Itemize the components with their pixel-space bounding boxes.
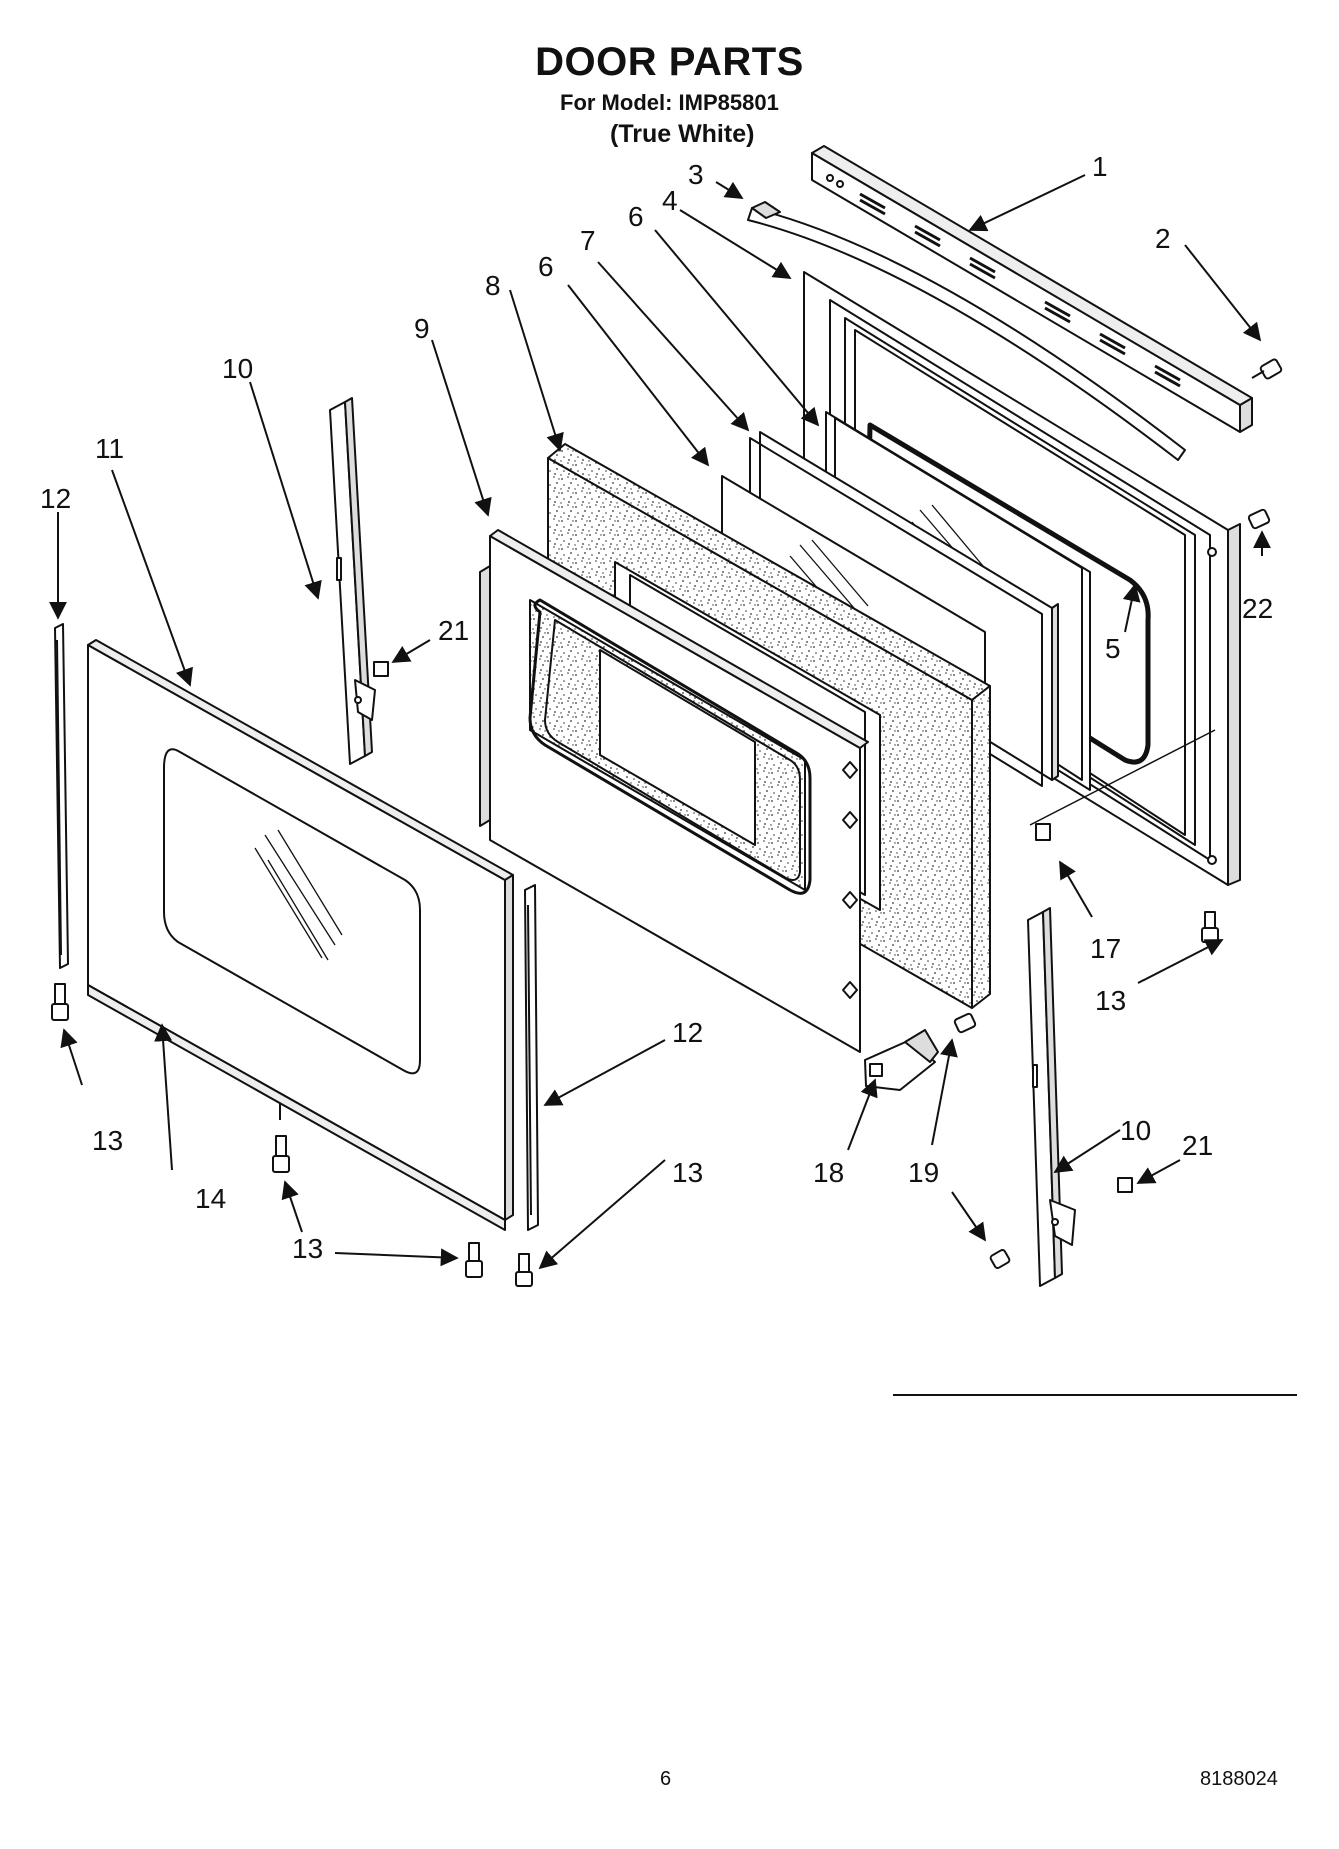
- part-13-screw-d: [518, 1253, 530, 1273]
- callout-3: 3: [688, 159, 704, 190]
- callout-21a: 21: [438, 615, 469, 646]
- part-12-trim-right: [524, 884, 539, 1231]
- leader-lines: [49, 174, 1271, 1270]
- part-12-trim-left: [54, 623, 69, 969]
- part-13-screw-a: [54, 983, 66, 1005]
- callout-19: 19: [908, 1157, 939, 1188]
- model-number: For Model: IMP85801: [560, 90, 779, 115]
- callout-6a: 6: [628, 201, 644, 232]
- callout-17: 17: [1090, 933, 1121, 964]
- callout-1: 1: [1092, 151, 1108, 182]
- part-13-screw-a-head: [51, 1003, 69, 1021]
- callout-7: 7: [580, 225, 596, 256]
- callout-14: 14: [195, 1183, 226, 1214]
- callout-8: 8: [485, 270, 501, 301]
- callout-13b: 13: [292, 1233, 323, 1264]
- screws: [51, 508, 1271, 1287]
- callout-9: 9: [414, 313, 430, 344]
- callout-11: 11: [95, 433, 124, 464]
- callout-6b: 6: [538, 251, 554, 282]
- callout-12a: 12: [40, 483, 71, 514]
- part-10-hinge-right: [1027, 907, 1076, 1287]
- callout-labels: 1 2 3 4 5 6 6 7 8 9 10 10 11 12 12 13 13…: [40, 151, 1273, 1264]
- callout-21b: 21: [1182, 1130, 1213, 1161]
- callout-13d: 13: [1095, 985, 1126, 1016]
- part-21-clip-right: [1117, 1177, 1133, 1193]
- callout-12b: 12: [672, 1017, 703, 1048]
- callout-13a: 13: [92, 1125, 123, 1156]
- callout-10a: 10: [222, 353, 253, 384]
- page-number: 6: [660, 1768, 672, 1790]
- part-13-screw-c: [468, 1242, 480, 1262]
- document-number: 8188024: [1200, 1768, 1278, 1790]
- part-18-hinge-receptacle: [864, 1029, 939, 1091]
- part-21-clip-left: [373, 661, 389, 677]
- part-2-screw: [1251, 358, 1283, 380]
- callout-13c: 13: [672, 1157, 703, 1188]
- callout-22: 22: [1242, 593, 1273, 624]
- part-14-bottom-trim: [87, 984, 506, 1231]
- callout-10b: 10: [1120, 1115, 1151, 1146]
- model-color: (True White): [610, 120, 755, 148]
- callout-5: 5: [1105, 633, 1121, 664]
- part-13-screw-b: [275, 1135, 287, 1157]
- part-22-screw: [1247, 508, 1271, 530]
- part-11-outer-door: [87, 639, 514, 1221]
- part-17-clip: [1029, 729, 1216, 841]
- part-19-screw: [953, 1012, 977, 1034]
- part-10-hinge-left: [329, 397, 376, 765]
- page-title: DOOR PARTS: [535, 40, 804, 84]
- callout-18: 18: [813, 1157, 844, 1188]
- part-19-screw-b: [989, 1249, 1011, 1269]
- part-1-vent-trim: [811, 145, 1253, 433]
- callout-4: 4: [662, 185, 678, 216]
- part-3-handle: [747, 201, 1186, 461]
- callout-2: 2: [1155, 223, 1171, 254]
- part-9-door-panel: [479, 529, 869, 1053]
